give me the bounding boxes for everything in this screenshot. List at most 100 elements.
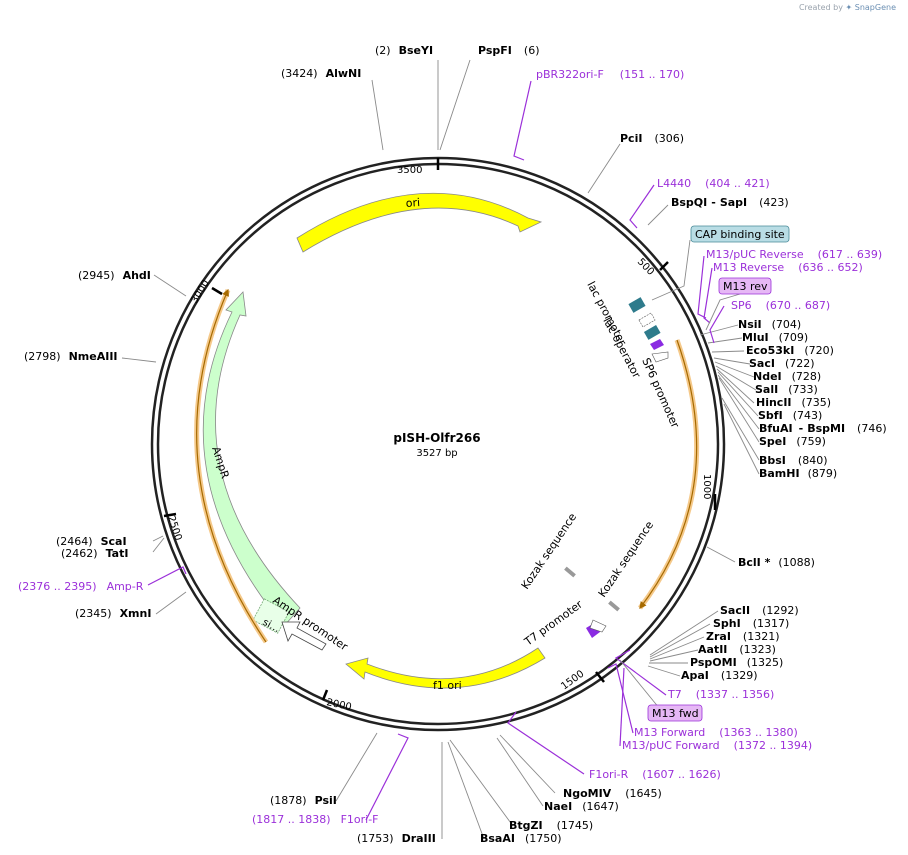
ampr-arrow [202, 291, 301, 627]
site-scai: (2464)ScaI [56, 535, 127, 548]
site-psii: (1878)PsiI [270, 794, 337, 807]
primer-leaders [147, 80, 725, 821]
primer-pbr322ori-f-name: pBR322ori-F [536, 68, 604, 81]
site-nsii-name: NsiI [738, 318, 762, 331]
primer-pbr322ori-f-range: (151 .. 170) [620, 68, 685, 81]
primer-m13-reverse-range: (636 .. 652) [798, 261, 863, 274]
site-saci: SacI (722) [749, 357, 815, 370]
site-tati-pos: (2462) [61, 547, 98, 560]
site-alwni-name: AlwNI [326, 67, 362, 80]
site-spei: SpeI (759) [759, 435, 826, 448]
site-nmeaiii-name: NmeAIII [69, 350, 118, 363]
site-ahdi: (2945)AhdI [78, 269, 151, 282]
site-mlui-name: MluI [742, 331, 769, 344]
site-nmeaiii-pos: (2798) [24, 350, 61, 363]
site-labels: (2)BseYI PspFI(6) (3424)AlwNI PciI(306) … [24, 44, 887, 845]
site-hincii: HincII(735) [756, 396, 831, 409]
site-sacii: SacII(1292) [720, 604, 799, 617]
tick-500: 500 [635, 256, 656, 277]
primer-f1ori-f: (1817 .. 1838)F1ori-F [252, 813, 379, 826]
site-tati: (2462)TatI [61, 547, 128, 560]
site-scai-name: ScaI [101, 535, 127, 548]
primer-t7-range: (1337 .. 1356) [696, 688, 775, 701]
site-bspqi-pos: (423) [759, 196, 789, 209]
site-aatii: AatII(1323) [698, 643, 776, 656]
site-zrai-pos: (1321) [743, 630, 780, 643]
kozak2-mark [608, 600, 620, 612]
tick-1000: 1000 [701, 474, 712, 499]
ampr-promoter-arrow [281, 621, 327, 651]
sp6-promoter-label: SP6 promoter [639, 356, 682, 430]
site-saci-name: SacI [749, 357, 775, 370]
m13rev-label: M13 rev [723, 280, 768, 293]
site-xmni: (2345)XmnI [75, 607, 151, 620]
snapgene-credit: Created by ✦ SnapGene [799, 3, 896, 12]
site-bsaai-name: BsaAI [480, 832, 515, 845]
site-bseyi-pos: (2) [375, 44, 391, 57]
primer-m13puc-forward: M13/pUC Forward (1372 .. 1394) [622, 739, 812, 752]
primer-l4440-range: (404 .. 421) [705, 177, 770, 190]
primer-f1ori-r-name: F1ori-R [589, 768, 629, 781]
primer-l4440: L4440 (404 .. 421) [657, 177, 770, 190]
site-mlui: MluI (709) [742, 331, 808, 344]
primer-t7: T7 (1337 .. 1356) [667, 688, 774, 701]
site-bfuai-pos: (746) [857, 422, 887, 435]
tick-2000: 2000 [325, 697, 352, 713]
primer-m13-forward-range: (1363 .. 1380) [719, 726, 798, 739]
site-bspmi-name: BspMI [807, 422, 845, 435]
site-saci-pos: (722) [785, 357, 815, 370]
site-sphi-name: SphI [713, 617, 741, 630]
snapgene-logo: ✦ SnapGene [845, 3, 897, 12]
site-spei-name: SpeI [759, 435, 786, 448]
credit-text: Created by [798, 3, 843, 12]
primer-l4440-name: L4440 [657, 177, 691, 190]
site-apai-name: ApaI [681, 669, 709, 682]
primer-m13puc-forward-name: M13/pUC Forward [622, 739, 720, 752]
primer-m13-reverse-name: M13 Reverse [713, 261, 784, 274]
site-sapi-name: SapI [720, 196, 747, 209]
primer-m13puc-forward-range: (1372 .. 1394) [734, 739, 813, 752]
site-apai-pos: (1329) [721, 669, 758, 682]
site-bcli-pos: (1088) [778, 556, 815, 569]
outer-arc-left [196, 288, 267, 643]
boxed-labels: CAP binding site M13 rev M13 fwd [647, 225, 790, 722]
primer-amp-r: (2376 .. 2395)Amp-R [18, 580, 144, 593]
ticks [163, 158, 717, 701]
site-bamhi: BamHI (879) [759, 467, 837, 480]
site-bbsi: BbsI(840) [759, 454, 828, 467]
lac-operator-label: lac operator [600, 315, 643, 380]
site-sbfi: SbfI(743) [758, 409, 822, 422]
primer-m13puc-reverse-name: M13/pUC Reverse [706, 248, 804, 261]
primer-f1ori-r-range: (1607 .. 1626) [642, 768, 721, 781]
site-draiii-name: DraIII [402, 832, 436, 845]
m13fwd-box [647, 704, 703, 722]
site-bamhi-name: BamHI [759, 467, 800, 480]
site-zrai-name: ZraI [706, 630, 731, 643]
primer-t7-name: T7 [667, 688, 682, 701]
site-pspfi-name: PspFI [478, 44, 512, 57]
ori-label: ori [405, 196, 420, 210]
site-pcii-name: PciI [620, 132, 642, 145]
primer-m13-reverse: M13 Reverse (636 .. 652) [713, 261, 863, 274]
site-sbfi-pos: (743) [793, 409, 823, 422]
site-draiii: (1753) DraIII [357, 832, 436, 845]
site-aatii-pos: (1323) [739, 643, 776, 656]
sp6-promoter-mark [651, 351, 669, 363]
site-eco53ki-name: Eco53kI [746, 344, 794, 357]
primer-f1ori-r: F1ori-R (1607 .. 1626) [589, 768, 721, 781]
site-bamhi-pos: (879) [808, 467, 838, 480]
lac-promoter-mark [638, 312, 656, 328]
site-ahdi-pos: (2945) [78, 269, 115, 282]
site-spei-pos: (759) [796, 435, 826, 448]
site-draiii-pos: (1753) [357, 832, 394, 845]
site-btgzi-name: BtgZI [509, 819, 543, 832]
site-mlui-pos: (709) [779, 331, 809, 344]
site-ngomiv: NgoMIV(1645) [563, 787, 662, 800]
kozak1-label: Kozak sequence [519, 511, 580, 592]
site-psii-pos: (1878) [270, 794, 307, 807]
m13rev-mark [650, 339, 664, 350]
site-pspfi: PspFI(6) [478, 44, 540, 57]
primer-f1ori-f-range: (1817 .. 1838) [252, 813, 331, 826]
primer-sp6-range: (670 .. 687) [766, 299, 831, 312]
site-sphi: SphI(1317) [713, 617, 789, 630]
